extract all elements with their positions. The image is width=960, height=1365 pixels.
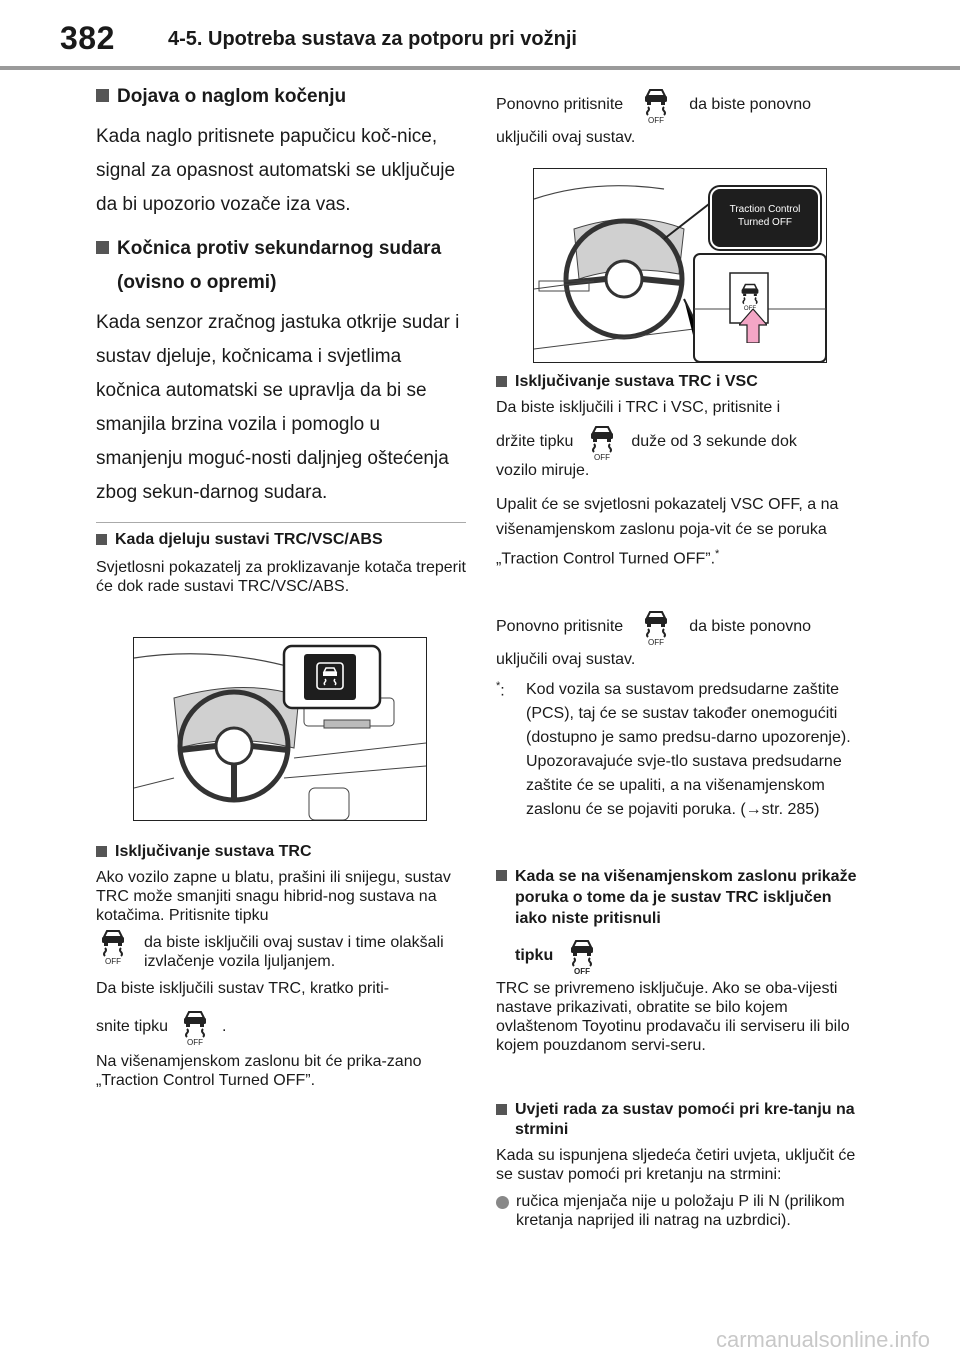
section-hill-start: Uvjeti rada za sustav pomoći pri kre-tan… (496, 1100, 866, 1230)
header-rule (0, 66, 960, 70)
section-sudden-braking: Dojava o naglom kočenju Kada naglo priti… (96, 80, 466, 222)
body-trc-off-4: snite tipku. (96, 1008, 466, 1046)
square-bullet-icon (96, 534, 107, 545)
dashboard-illustration-slip (133, 637, 427, 821)
heading-sudden-braking: Dojava o naglom kočenju (96, 80, 466, 114)
heading-trc-message: Kada se na višenamjenskom zaslonu prikaž… (496, 866, 866, 929)
body-sudden-braking: Kada naglo pritisnete papučicu koč-nice,… (96, 126, 456, 215)
section-secondary-collision: Kočnica protiv sekundarnog sudara (ovisn… (96, 232, 466, 510)
footnote: *: Kod vozila sa sustavom predsudarne za… (496, 680, 851, 818)
page-number: 382 (60, 20, 115, 56)
dashboard-drawing (134, 644, 426, 820)
vsc-off-button-icon (96, 927, 130, 970)
heading-trc-vsc-abs: Kada djeluju sustavi TRC/VSC/ABS (96, 530, 466, 550)
watermark: carmanualsonline.info (715, 1327, 930, 1352)
square-bullet-icon (96, 241, 109, 254)
page-ref-arrow-icon: → (745, 801, 762, 818)
divider (96, 522, 466, 523)
circle-bullet-icon (496, 1196, 509, 1209)
vsc-off-button-icon (585, 423, 619, 461)
body-secondary-collision: Kada senzor zračnog jastuka otkrije suda… (96, 312, 460, 503)
heading-trc-off: Isključivanje sustava TRC (96, 842, 466, 862)
pink-arrow-icon (737, 308, 769, 344)
page-reference[interactable]: str. 285) (761, 801, 820, 818)
vsc-off-button-icon (178, 1008, 212, 1046)
square-bullet-icon (496, 1104, 507, 1115)
vsc-off-button-icon (639, 608, 673, 646)
square-bullet-icon (96, 89, 109, 102)
dashboard-drawing (534, 185, 826, 362)
heading-trc-vsc-off: Isključivanje sustava TRC i VSC (496, 372, 866, 392)
dashboard-illustration-trc-off: Traction Control Turned OFF (533, 168, 827, 363)
body-trc-off-1: Ako vozilo zapne u blatu, prašini ili sn… (96, 869, 451, 924)
traction-control-message-display: Traction Control Turned OFF (710, 187, 820, 249)
slip-indicator-icon (314, 660, 346, 692)
section-trc-off: Isključivanje sustava TRC Ako vozilo zap… (96, 842, 466, 1090)
section-trc-vsc-off: Isključivanje sustava TRC i VSC Da biste… (496, 372, 866, 572)
square-bullet-icon (496, 376, 507, 387)
section-trc-vsc-abs: Kada djeluju sustavi TRC/VSC/ABS Svjetlo… (96, 530, 466, 596)
vsc-off-button-icon (639, 86, 673, 124)
heading-hill-start: Uvjeti rada za sustav pomoći pri kre-tan… (496, 1100, 866, 1140)
body-trc-off-3: Da biste isključili sustav TRC, kratko p… (96, 980, 390, 997)
heading-secondary-collision: Kočnica protiv sekundarnog sudara (ovisn… (96, 232, 466, 300)
body-trc-off-2: da biste isključili ovaj sustav i time o… (96, 933, 466, 971)
body-trc-off-5: Na višenamjenskom zaslonu bit će prika-z… (96, 1053, 422, 1090)
section-title: 4-5. Upotreba sustava za potporu pri vož… (168, 28, 577, 50)
vsc-off-button-icon (565, 937, 599, 975)
body-trc-vsc-abs: Svjetlosni pokazatelj za proklizavanje k… (96, 559, 466, 595)
square-bullet-icon (96, 846, 107, 857)
square-bullet-icon (496, 870, 507, 881)
section-trc-message: Kada se na višenamjenskom zaslonu prikaž… (496, 866, 866, 1055)
list-item: ručica mjenjača nije u položaju P ili N … (496, 1192, 866, 1230)
